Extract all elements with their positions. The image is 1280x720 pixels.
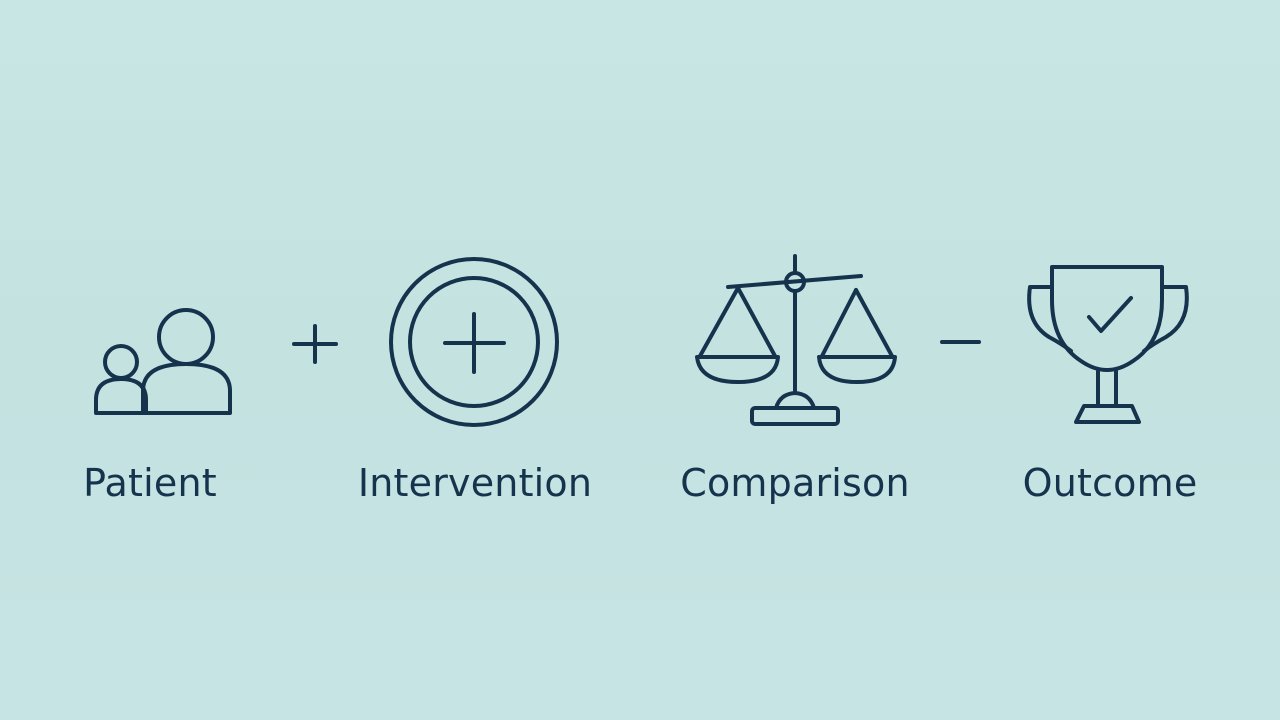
plus-icon (292, 324, 338, 364)
patient-group-icon (94, 308, 232, 415)
balance-scale-icon (695, 254, 897, 426)
step-label-intervention: Intervention (357, 461, 593, 505)
step-label-patient: Patient (83, 461, 217, 505)
step-label-comparison: Comparison (680, 461, 910, 505)
circle-plus-icon (389, 257, 559, 427)
trophy-check-icon (1027, 265, 1189, 424)
minus-icon (940, 340, 981, 344)
step-label-outcome: Outcome (1022, 461, 1198, 505)
